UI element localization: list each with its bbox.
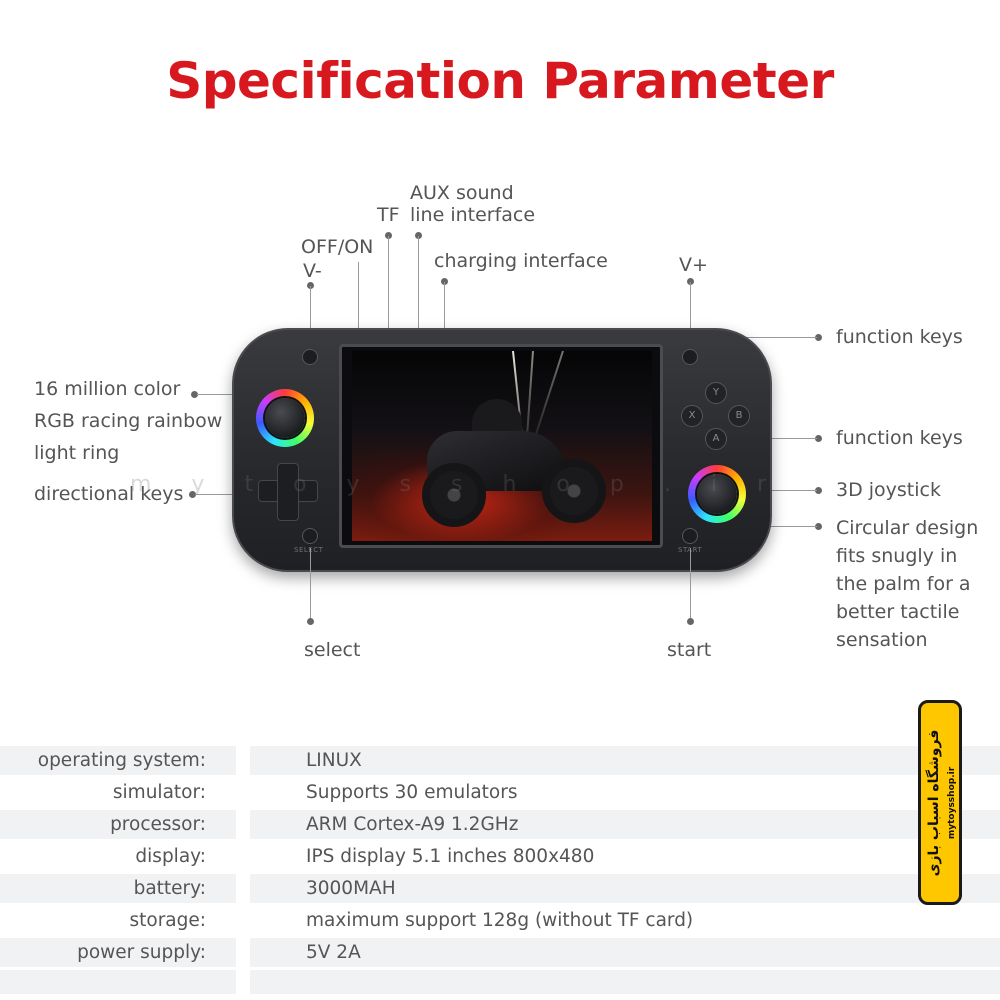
label-directional-keys: directional keys bbox=[34, 483, 184, 505]
logo-persian-text: فروشگاه اسباب بازی bbox=[926, 729, 942, 876]
spec-key: operating system: bbox=[37, 750, 206, 771]
label-rgb-2: RGB racing rainbow bbox=[34, 410, 223, 432]
leader-start bbox=[690, 548, 691, 620]
leader-select bbox=[310, 548, 311, 620]
spec-row-empty bbox=[0, 970, 1000, 994]
left-joystick[interactable] bbox=[256, 389, 314, 447]
spec-value: 3000MAH bbox=[306, 878, 396, 899]
label-charging-interface: charging interface bbox=[434, 250, 608, 272]
label-rgb-1: 16 million color bbox=[34, 378, 181, 400]
label-circular-1: Circular design bbox=[836, 517, 979, 539]
label-function-keys-mid: function keys bbox=[836, 427, 963, 449]
bike-wheel-rear bbox=[542, 459, 606, 523]
label-circular-3: the palm for a bbox=[836, 573, 971, 595]
start-print: START bbox=[678, 546, 702, 554]
screen-game-image bbox=[352, 351, 652, 541]
leader-rgb bbox=[197, 394, 255, 395]
leader-dot-aux bbox=[415, 232, 422, 239]
label-circular-2: fits snugly in bbox=[836, 545, 958, 567]
spec-value: IPS display 5.1 inches 800x480 bbox=[306, 846, 595, 867]
leader-dot-circular bbox=[815, 523, 822, 530]
label-aux-line-interface: line interface bbox=[410, 204, 536, 226]
leader-circular bbox=[760, 526, 817, 527]
logo-site-text: mytoysshop.ir bbox=[947, 766, 957, 839]
leader-dot-tf bbox=[385, 232, 392, 239]
spec-value: 5V 2A bbox=[306, 942, 361, 963]
label-off-on: OFF/ON bbox=[301, 236, 374, 258]
spec-value: LINUX bbox=[306, 750, 362, 771]
v-plus-button[interactable] bbox=[682, 349, 698, 365]
shop-logo: فروشگاه اسباب بازی mytoysshop.ir bbox=[918, 700, 962, 905]
select-button[interactable] bbox=[302, 528, 318, 544]
leader-dot-rgb bbox=[191, 391, 198, 398]
v-minus-button[interactable] bbox=[302, 349, 318, 365]
select-print: SELECT bbox=[294, 546, 324, 554]
spec-key: processor: bbox=[110, 814, 206, 835]
leader-dot-function-mid bbox=[815, 435, 822, 442]
spec-row-storage: storage: maximum support 128g (without T… bbox=[0, 906, 1000, 935]
leader-dot-dpad bbox=[189, 491, 196, 498]
label-3d-joystick: 3D joystick bbox=[836, 479, 941, 501]
leader-dot-v-plus bbox=[687, 278, 694, 285]
watermark: mytoysshop.ir bbox=[130, 472, 806, 497]
console-screen bbox=[339, 344, 663, 548]
leader-function-top bbox=[745, 337, 817, 338]
label-select: select bbox=[304, 639, 361, 661]
leader-off-on bbox=[358, 262, 359, 328]
leader-v-plus bbox=[690, 282, 691, 348]
start-button[interactable] bbox=[682, 528, 698, 544]
button-y[interactable]: Y bbox=[705, 382, 727, 404]
label-aux-sound: AUX sound bbox=[410, 182, 514, 204]
right-joystick[interactable] bbox=[688, 465, 746, 523]
spec-row-battery: battery: 3000MAH bbox=[0, 874, 1000, 903]
button-x[interactable]: X bbox=[681, 405, 703, 427]
dpad-vertical[interactable] bbox=[277, 463, 299, 521]
spec-row-os: operating system: LINUX bbox=[0, 746, 1000, 775]
spec-key: simulator: bbox=[112, 782, 206, 803]
label-v-plus: V+ bbox=[679, 254, 708, 276]
spec-value: Supports 30 emulators bbox=[306, 782, 518, 803]
label-circular-5: sensation bbox=[836, 629, 928, 651]
leader-dot-function-top bbox=[815, 334, 822, 341]
leader-joystick bbox=[745, 490, 817, 491]
leader-tf bbox=[388, 236, 389, 328]
leader-dot-charging bbox=[441, 278, 448, 285]
leader-dot-v-minus bbox=[307, 282, 314, 289]
label-circular-4: better tactile bbox=[836, 601, 960, 623]
spec-value: maximum support 128g (without TF card) bbox=[306, 910, 694, 931]
spec-key: battery: bbox=[133, 878, 206, 899]
button-a[interactable]: A bbox=[705, 428, 727, 450]
leader-dpad bbox=[195, 494, 260, 495]
spec-row-simulator: simulator: Supports 30 emulators bbox=[0, 778, 1000, 807]
bike-wheel-front bbox=[422, 463, 486, 527]
spec-key: storage: bbox=[129, 910, 206, 931]
leader-v-minus bbox=[310, 286, 311, 348]
leader-charging bbox=[444, 282, 445, 328]
spec-row-display: display: IPS display 5.1 inches 800x480 bbox=[0, 842, 1000, 871]
leader-function-mid bbox=[730, 438, 817, 439]
spec-key: display: bbox=[135, 846, 206, 867]
button-b[interactable]: B bbox=[728, 405, 750, 427]
leader-dot-select bbox=[307, 618, 314, 625]
label-start: start bbox=[667, 639, 712, 661]
spec-row-power-supply: power supply: 5V 2A bbox=[0, 938, 1000, 967]
leader-aux bbox=[418, 236, 419, 328]
label-function-keys-top: function keys bbox=[836, 326, 963, 348]
spec-row-processor: processor: ARM Cortex-A9 1.2GHz bbox=[0, 810, 1000, 839]
label-tf: TF bbox=[377, 204, 400, 226]
leader-dot-joystick bbox=[815, 487, 822, 494]
label-v-minus: V- bbox=[303, 260, 322, 282]
leader-dot-start bbox=[687, 618, 694, 625]
spec-value: ARM Cortex-A9 1.2GHz bbox=[306, 814, 519, 835]
label-rgb-3: light ring bbox=[34, 442, 120, 464]
page-title: Specification Parameter bbox=[166, 52, 834, 110]
spec-key: power supply: bbox=[77, 942, 206, 963]
